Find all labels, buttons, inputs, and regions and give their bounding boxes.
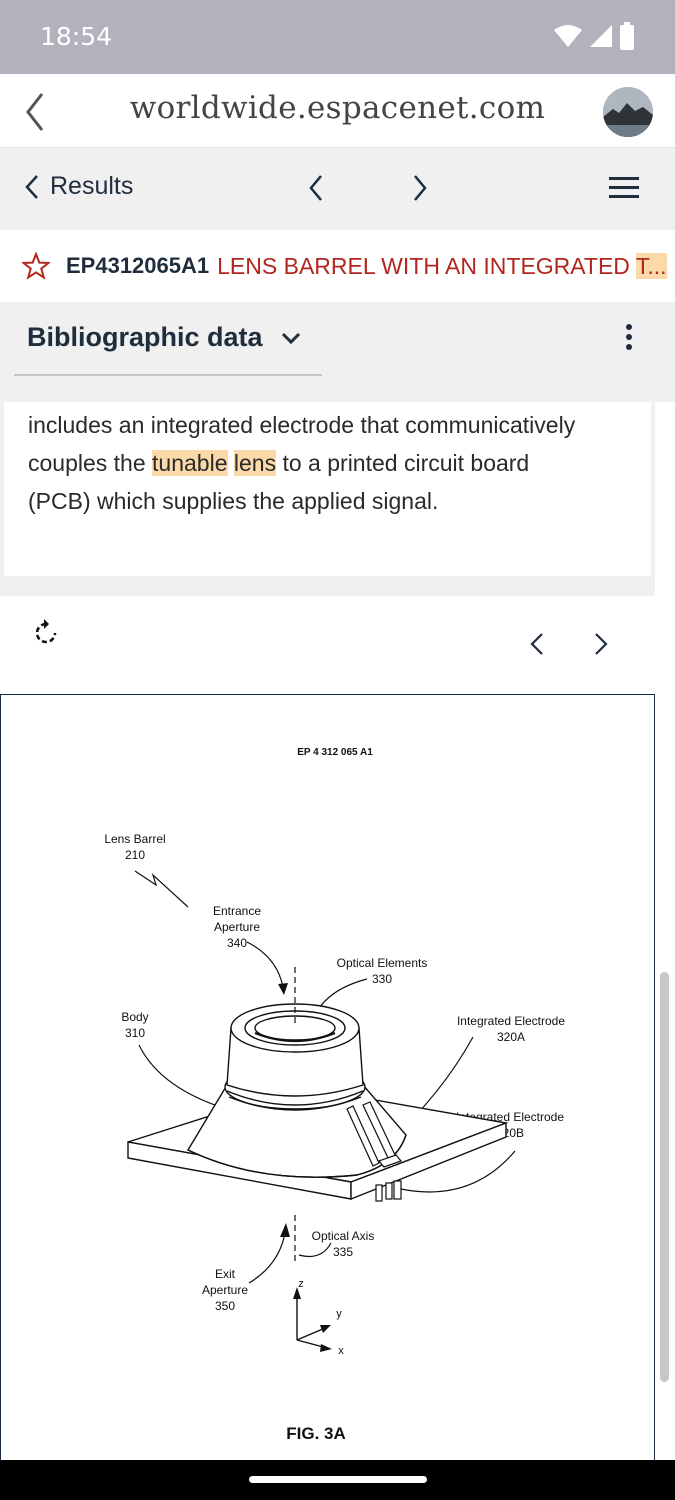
electrode-pins — [375, 1180, 402, 1202]
more-options-icon[interactable] — [625, 324, 633, 350]
chevron-down-icon — [281, 332, 300, 344]
avatar[interactable] — [603, 87, 653, 137]
section-underline — [14, 374, 322, 376]
axis-z-arrowhead — [293, 1287, 301, 1299]
section-dropdown[interactable]: Bibliographic data — [27, 322, 301, 353]
label-entrance: Entrance — [213, 904, 261, 918]
highlight-term: tunable — [152, 450, 228, 476]
axis-z-label: z — [298, 1278, 304, 1290]
back-arrow-icon[interactable] — [18, 90, 58, 134]
patent-drawing[interactable]: EP 4 312 065 A1 Lens Barrel 210 Entrance… — [0, 694, 655, 1460]
previous-drawing-icon[interactable] — [530, 632, 544, 656]
signal-icon — [590, 25, 612, 47]
label-electrode-a: Integrated Electrode — [457, 1014, 565, 1028]
next-drawing-icon[interactable] — [594, 632, 608, 656]
label-lens-barrel-num: 210 — [125, 848, 145, 862]
abstract-text: includes an integrated electrode that co… — [28, 406, 627, 520]
label-exit-aperture: Aperture — [202, 1283, 248, 1297]
label-entrance-aperture: Aperture — [214, 920, 260, 934]
previous-result-icon[interactable] — [308, 174, 324, 202]
star-icon[interactable] — [22, 252, 50, 280]
axis-x-label: x — [338, 1345, 344, 1357]
page-scrollbar[interactable] — [660, 972, 669, 1382]
axis-x-arrowhead — [320, 1344, 332, 1352]
results-nav: Results — [0, 148, 675, 230]
hamburger-menu-icon[interactable] — [609, 176, 639, 200]
section-header: Bibliographic data — [0, 302, 675, 402]
drawing-figure: EP 4 312 065 A1 Lens Barrel 210 Entrance… — [104, 747, 565, 1443]
abstract-card: includes an integrated electrode that co… — [4, 402, 651, 576]
lens-barrel-leader — [134, 870, 189, 908]
label-entrance-num: 340 — [227, 936, 247, 950]
entrance-arrowhead — [278, 983, 288, 995]
lens-barrel-body — [187, 1003, 407, 1178]
label-body: Body — [121, 1010, 148, 1024]
chevron-left-icon — [25, 174, 38, 199]
label-exit: Exit — [215, 1267, 236, 1281]
highlight-term: lens — [233, 450, 277, 476]
abstract-section: includes an integrated electrode that co… — [0, 402, 655, 596]
publication-number: EP4312065A1 — [66, 253, 210, 278]
optical-axis-leader — [298, 1242, 332, 1258]
label-optical-elements: Optical Elements — [337, 956, 428, 970]
electrode-strips — [346, 1101, 403, 1168]
electrode-b-leader — [400, 1150, 516, 1193]
patent-title-row: EP4312065A1 LENS BARREL WITH AN INTEGRAT… — [0, 230, 675, 302]
abstract-line-2: couples the — [28, 450, 153, 476]
next-result-icon[interactable] — [412, 174, 428, 202]
axis-y-arrowhead — [320, 1325, 331, 1333]
label-electrode-a-num: 320A — [497, 1030, 525, 1044]
url-bar: worldwide.espacenet.com — [0, 74, 675, 148]
label-lens-barrel: Lens Barrel — [104, 832, 165, 846]
abstract-line-2-end: to a printed circuit board — [276, 450, 530, 476]
label-exit-num: 350 — [215, 1299, 235, 1313]
figure-label: FIG. 3A — [286, 1424, 346, 1443]
avatar-image-icon — [603, 87, 653, 137]
publication-title-text: LENS BARREL WITH AN INTEGRATED — [217, 252, 636, 279]
label-optical-axis-num: 335 — [333, 1245, 353, 1259]
status-icons — [553, 20, 635, 52]
results-back-button[interactable]: Results — [24, 172, 133, 201]
exit-arrowhead — [280, 1223, 290, 1237]
entrance-leader — [246, 941, 284, 988]
rotate-icon[interactable] — [34, 618, 58, 646]
home-gesture-handle[interactable] — [249, 1476, 427, 1483]
gesture-bar — [0, 1460, 675, 1500]
drawing-toolbar — [0, 596, 675, 694]
status-bar: 18:54 — [0, 0, 675, 74]
label-optical-elements-num: 330 — [372, 972, 392, 986]
drawing-header: EP 4 312 065 A1 — [297, 747, 373, 758]
label-body-num: 310 — [125, 1026, 145, 1040]
status-time: 18:54 — [40, 22, 113, 51]
label-optical-axis: Optical Axis — [312, 1229, 375, 1243]
section-title: Bibliographic data — [27, 322, 263, 352]
exit-leader — [248, 1232, 286, 1284]
battery-icon — [620, 22, 634, 50]
axis-y-label: y — [336, 1308, 342, 1320]
publication-title: LENS BARREL WITH AN INTEGRATED T... — [217, 252, 667, 280]
coordinate-axes — [296, 1293, 328, 1349]
results-back-label: Results — [50, 172, 134, 200]
publication-title-highlight: T... — [635, 252, 667, 279]
url-text[interactable]: worldwide.espacenet.com — [129, 90, 546, 126]
abstract-line-3: (PCB) which supplies the applied signal. — [28, 488, 439, 514]
abstract-line-1: includes an integrated electrode that co… — [28, 412, 576, 438]
wifi-icon — [554, 25, 582, 47]
